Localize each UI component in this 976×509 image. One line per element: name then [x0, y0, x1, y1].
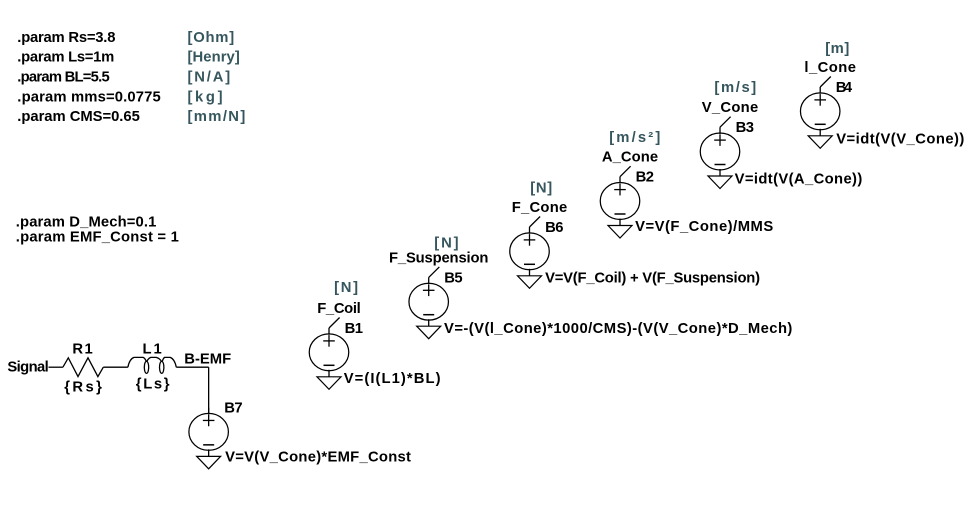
svg-text:A_Cone: A_Cone [602, 150, 658, 166]
svg-text:[N]: [N] [434, 235, 458, 251]
svg-text:L1: L1 [143, 342, 162, 358]
svg-text:B1: B1 [345, 321, 363, 337]
svg-text:[N/A]: [N/A] [188, 70, 231, 86]
svg-text:[m/s]: [m/s] [714, 80, 756, 96]
svg-text:[N]: [N] [334, 280, 358, 296]
svg-text:B5: B5 [444, 270, 462, 286]
svg-text:[m/s²]: [m/s²] [609, 130, 660, 146]
svg-text:[Ohm]: [Ohm] [188, 30, 235, 46]
svg-text:V=idt(V(V_Cone)): V=idt(V(V_Cone)) [836, 131, 964, 147]
svg-text:l_Cone: l_Cone [804, 60, 856, 76]
svg-text:V_Cone: V_Cone [702, 100, 758, 116]
svg-text:F_Cone: F_Cone [512, 200, 567, 216]
svg-text:.param EMF_Const = 1: .param EMF_Const = 1 [16, 230, 179, 246]
svg-text:B2: B2 [636, 170, 654, 186]
svg-text:.param Rs=3.8: .param Rs=3.8 [17, 30, 115, 46]
svg-text:.param Ls=1m: .param Ls=1m [17, 50, 114, 66]
svg-text:{Rs}: {Rs} [64, 379, 102, 395]
svg-text:V=idt(V(A_Cone)): V=idt(V(A_Cone)) [735, 172, 863, 188]
svg-text:[kg]: [kg] [188, 89, 223, 105]
svg-text:B6: B6 [545, 220, 563, 236]
svg-text:V=(I(L1)*BL): V=(I(L1)*BL) [344, 371, 441, 387]
svg-text:V=-(V(l_Cone)*1000/CMS)-(V(V_C: V=-(V(l_Cone)*1000/CMS)-(V(V_Cone)*D_Mec… [444, 321, 792, 337]
svg-text:[m]: [m] [825, 41, 849, 57]
svg-text:B-EMF: B-EMF [184, 351, 231, 367]
svg-text:[Henry]: [Henry] [188, 50, 240, 66]
svg-text:.param CMS=0.65: .param CMS=0.65 [17, 109, 140, 125]
svg-text:F_Suspension: F_Suspension [389, 250, 488, 266]
svg-text:V=V(F_Cone)/MMS: V=V(F_Cone)/MMS [635, 219, 773, 235]
svg-text:B3: B3 [736, 120, 754, 136]
svg-text:F_Coil: F_Coil [317, 301, 361, 317]
svg-text:V=V(F_Coil) + V(F_Suspension): V=V(F_Coil) + V(F_Suspension) [545, 271, 760, 287]
svg-text:.param BL=5.5: .param BL=5.5 [17, 70, 109, 86]
svg-text:[mm/N]: [mm/N] [188, 109, 246, 125]
svg-text:.param mms=0.0775: .param mms=0.0775 [17, 89, 160, 105]
svg-text:V=V(V_Cone)*EMF_Const: V=V(V_Cone)*EMF_Const [225, 449, 411, 465]
svg-text:.param D_Mech=0.1: .param D_Mech=0.1 [16, 214, 157, 230]
svg-text:B7: B7 [224, 400, 242, 416]
svg-text:B4: B4 [836, 80, 853, 96]
svg-text:Signal: Signal [7, 359, 48, 375]
svg-text:[N]: [N] [530, 180, 552, 196]
svg-text:{Ls}: {Ls} [136, 376, 170, 392]
svg-text:R1: R1 [72, 342, 92, 358]
